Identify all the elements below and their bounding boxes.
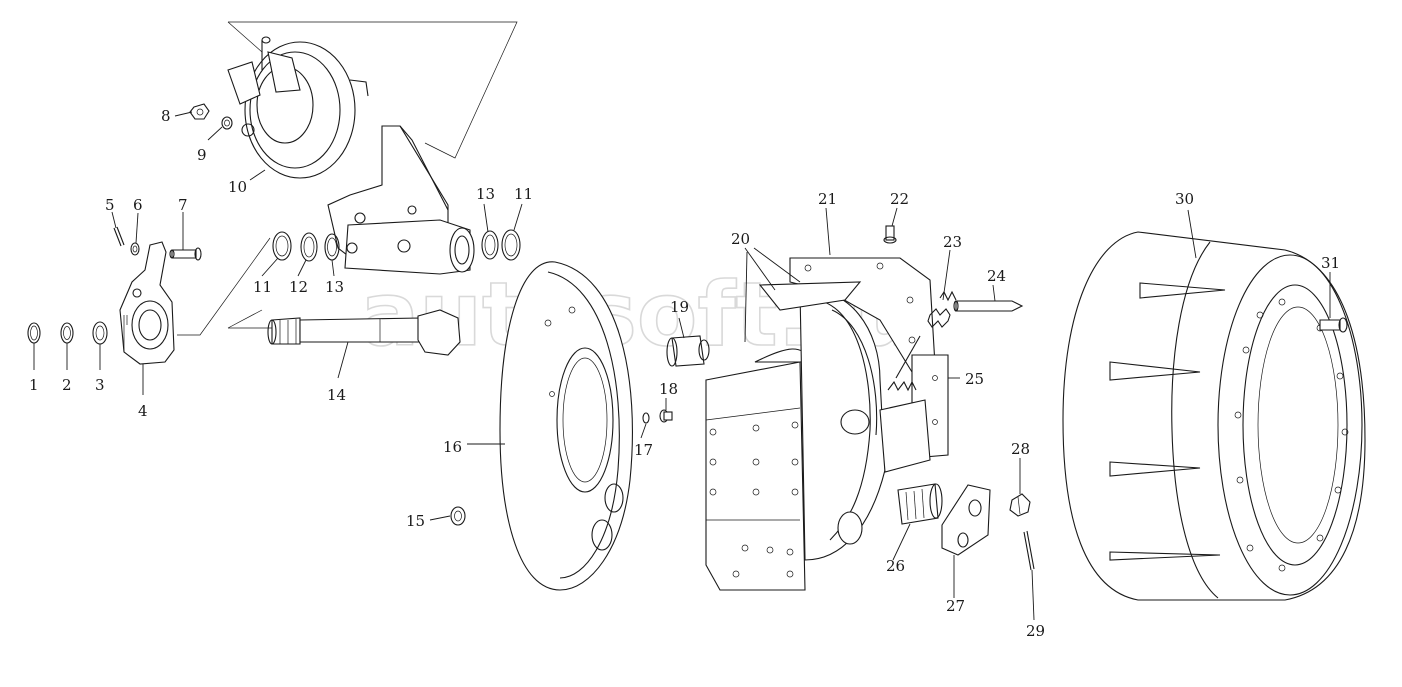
part-30-brake-drum — [1062, 231, 1366, 601]
label-25: 25 — [965, 370, 984, 388]
label-14: 14 — [327, 386, 346, 404]
part-16-dust-shield — [499, 261, 633, 591]
part-10-brake-chamber — [227, 36, 369, 179]
part-12-washer — [300, 232, 318, 262]
part-21-brake-shoe-upper — [758, 257, 936, 373]
label-11-right: 11 — [514, 185, 533, 203]
part-25-lining-block — [879, 354, 949, 473]
part-14-camshaft — [267, 309, 461, 356]
part-24-anchor-pin — [953, 300, 1024, 312]
label-15: 15 — [406, 512, 425, 530]
label-9: 9 — [197, 146, 207, 164]
part-23-return-spring — [887, 290, 957, 392]
part-13-washer-right — [481, 230, 499, 260]
part-18-bolt — [659, 409, 673, 423]
part-2-washer — [60, 322, 74, 344]
part-26-cam-roller — [897, 483, 943, 525]
label-24: 24 — [987, 267, 1006, 285]
part-1-snap-ring — [27, 322, 41, 344]
part-20-brake-shoe-lining — [705, 348, 814, 591]
label-13-right: 13 — [476, 185, 495, 203]
part-5-pin — [113, 226, 125, 247]
part-11-seal-left — [272, 231, 292, 261]
label-13-left: 13 — [325, 278, 344, 296]
label-31: 31 — [1321, 254, 1340, 272]
label-30: 30 — [1175, 190, 1194, 208]
label-29: 29 — [1026, 622, 1045, 640]
label-18: 18 — [659, 380, 678, 398]
part-22-rivet — [883, 225, 897, 244]
assembly-guide-chamber — [227, 21, 518, 159]
label-5: 5 — [105, 196, 115, 214]
part-11-seal-right — [501, 229, 521, 261]
label-3: 3 — [95, 376, 105, 394]
label-22: 22 — [890, 190, 909, 208]
part-19-roller — [666, 335, 710, 367]
part-15-nut — [450, 506, 466, 526]
label-28: 28 — [1011, 440, 1030, 458]
part-13-washer-left — [324, 233, 340, 261]
label-23: 23 — [943, 233, 962, 251]
part-8-nut — [189, 103, 210, 120]
part-4-slack-adjuster — [119, 241, 175, 365]
label-12: 12 — [289, 278, 308, 296]
label-17: 17 — [634, 441, 653, 459]
label-26: 26 — [886, 557, 905, 575]
leader-lines — [33, 111, 1331, 621]
part-27-anchor-plate — [941, 484, 991, 556]
part-17-washer — [642, 412, 650, 424]
label-16: 16 — [443, 438, 462, 456]
part-29-cotter-pin — [1023, 530, 1035, 571]
part-7-clevis-pin — [169, 247, 202, 261]
part-31-wheel-bolt — [1319, 317, 1348, 333]
camshaft-bracket — [327, 125, 475, 275]
label-6: 6 — [133, 196, 143, 214]
label-7: 7 — [178, 196, 188, 214]
assembly-guide-camshaft — [177, 237, 275, 336]
label-11-left: 11 — [253, 278, 272, 296]
part-28-castle-nut — [1009, 493, 1031, 517]
part-3-washer — [92, 321, 108, 345]
label-8: 8 — [161, 107, 171, 125]
part-number-labels: 1 2 3 4 5 6 7 8 9 10 11 12 13 13 11 14 1… — [29, 107, 1340, 640]
label-4: 4 — [138, 402, 148, 420]
label-10: 10 — [228, 178, 247, 196]
label-19: 19 — [670, 298, 689, 316]
label-21: 21 — [818, 190, 837, 208]
label-2: 2 — [62, 376, 72, 394]
part-6-bushing — [130, 242, 140, 256]
label-20: 20 — [731, 230, 750, 248]
part-9-washer — [221, 116, 233, 130]
label-27: 27 — [946, 597, 965, 615]
label-1: 1 — [29, 376, 39, 394]
